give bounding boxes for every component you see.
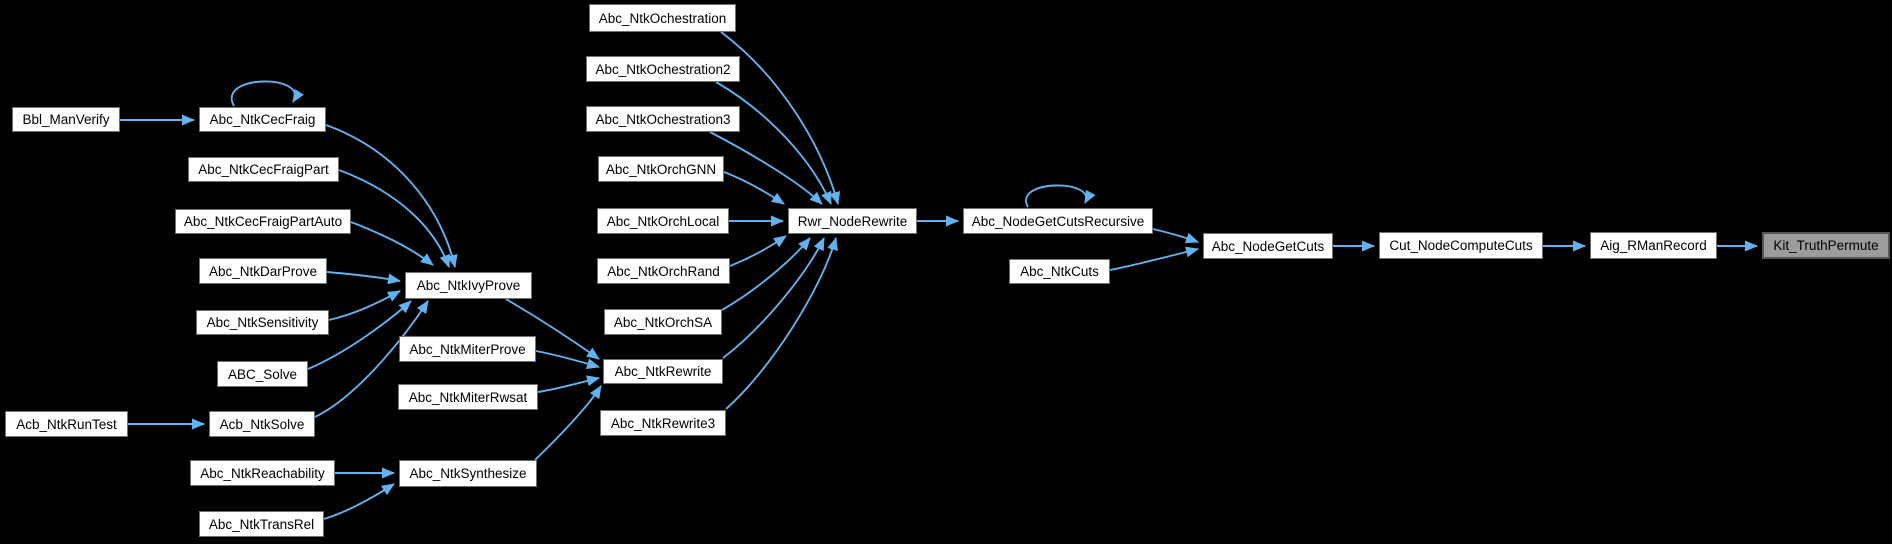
edge-Abc_NtkMiterProve-to-Abc_NtkRewrite: [535, 350, 600, 369]
edge-ABC_Solve-to-Abc_NtkIvyProve: [307, 300, 412, 370]
graph-node-Abc_NtkMiterRwsat[interactable]: Abc_NtkMiterRwsat: [398, 384, 538, 410]
graph-node-Abc_NtkTransRel[interactable]: Abc_NtkTransRel: [199, 511, 324, 537]
edge-Abc_NtkMiterRwsat-to-Abc_NtkRewrite: [537, 375, 600, 393]
edge-Abc_NodeGetCutsRecursive-to-Abc_NodeGetCuts: [1152, 228, 1199, 244]
graph-node-Abc_NtkRewrite3[interactable]: Abc_NtkRewrite3: [600, 410, 726, 436]
graph-node-Aig_RManRecord[interactable]: Aig_RManRecord: [1590, 232, 1717, 259]
graph-node-Abc_NtkOchestration2[interactable]: Abc_NtkOchestration2: [586, 56, 740, 82]
graph-node-Abc_NtkIvyProve[interactable]: Abc_NtkIvyProve: [405, 272, 532, 299]
graph-node-Abc_NtkOrchGNN[interactable]: Abc_NtkOrchGNN: [598, 156, 724, 182]
graph-node-Abc_NtkSynthesize[interactable]: Abc_NtkSynthesize: [399, 460, 537, 487]
edge-Abc_NtkSynthesize-to-Abc_NtkRewrite: [534, 385, 602, 461]
graph-node-ABC_Solve[interactable]: ABC_Solve: [217, 361, 308, 387]
edge-Abc_NtkOrchRand-to-Rwr_NodeRewrite: [729, 235, 787, 267]
graph-node-Abc_NtkCecFraigPartAuto[interactable]: Abc_NtkCecFraigPartAuto: [175, 209, 351, 234]
graph-node-Abc_NtkOrchSA[interactable]: Abc_NtkOrchSA: [604, 309, 722, 335]
graph-node-Acb_NtkRunTest[interactable]: Acb_NtkRunTest: [5, 411, 128, 437]
edge-Abc_NtkTransRel-to-Abc_NtkSynthesize: [323, 483, 395, 520]
graph-node-Acb_NtkSolve[interactable]: Acb_NtkSolve: [209, 411, 315, 437]
edge-Abc_NtkCecFraig-to-Abc_NtkIvyProve: [325, 124, 458, 268]
edge-Abc_NtkOrchGNN-to-Rwr_NodeRewrite: [723, 171, 785, 205]
graph-node-Abc_NodeGetCuts[interactable]: Abc_NodeGetCuts: [1203, 233, 1333, 259]
graph-node-Abc_NtkMiterProve[interactable]: Abc_NtkMiterProve: [399, 336, 536, 362]
graph-node-Rwr_NodeRewrite[interactable]: Rwr_NodeRewrite: [788, 208, 917, 234]
graph-node-Abc_NtkDarProve[interactable]: Abc_NtkDarProve: [199, 258, 327, 284]
edge-Abc_NtkRewrite3-to-Rwr_NodeRewrite: [725, 237, 838, 410]
graph-node-Abc_NtkOrchRand[interactable]: Abc_NtkOrchRand: [597, 258, 730, 284]
graph-node-Cut_NodeComputeCuts[interactable]: Cut_NodeComputeCuts: [1379, 232, 1543, 259]
edge-Abc_NtkOchestration-to-Rwr_NodeRewrite: [720, 31, 841, 205]
graph-node-Abc_NtkOchestration[interactable]: Abc_NtkOchestration: [589, 4, 736, 32]
graph-node-Kit_TruthPermute: Kit_TruthPermute: [1762, 232, 1890, 259]
graph-node-Abc_NtkCecFraigPart[interactable]: Abc_NtkCecFraigPart: [188, 157, 339, 182]
edge-Abc_NtkDarProve-to-Abc_NtkIvyProve: [326, 271, 401, 285]
edge-Abc_NtkOchestration3-to-Rwr_NodeRewrite: [709, 131, 823, 205]
edge-Abc_NtkCecFraig-self-loop: [230, 80, 304, 107]
edge-Abc_NodeGetCutsRecursive-self-loop: [1025, 184, 1096, 208]
edge-Abc_NtkCecFraigPart-to-Abc_NtkIvyProve: [338, 169, 451, 268]
edge-Acb_NtkSolve-to-Abc_NtkIvyProve: [314, 300, 429, 418]
graph-node-Abc_NtkOchestration3[interactable]: Abc_NtkOchestration3: [586, 106, 740, 132]
graph-node-Bbl_ManVerify[interactable]: Bbl_ManVerify: [12, 107, 120, 132]
edge-Abc_NtkIvyProve-to-Abc_NtkRewrite: [505, 298, 600, 360]
edge-Abc_NtkOrchSA-to-Rwr_NodeRewrite: [721, 237, 811, 311]
graph-node-Abc_NodeGetCutsRecursive[interactable]: Abc_NodeGetCutsRecursive: [963, 208, 1153, 234]
graph-node-Abc_NtkCecFraig[interactable]: Abc_NtkCecFraig: [199, 107, 326, 132]
edge-Abc_NtkOchestration2-to-Rwr_NodeRewrite: [715, 81, 832, 205]
graph-node-Abc_NtkRewrite[interactable]: Abc_NtkRewrite: [603, 359, 723, 384]
graph-node-Abc_NtkCuts[interactable]: Abc_NtkCuts: [1009, 259, 1110, 284]
edge-Abc_NtkSensitivity-to-Abc_NtkIvyProve: [328, 290, 401, 321]
edge-Abc_NtkRewrite-to-Rwr_NodeRewrite: [722, 237, 825, 359]
graph-node-Abc_NtkOrchLocal[interactable]: Abc_NtkOrchLocal: [597, 208, 729, 234]
graph-node-Abc_NtkReachability[interactable]: Abc_NtkReachability: [190, 460, 335, 486]
edge-Abc_NtkCecFraigPartAuto-to-Abc_NtkIvyProve: [350, 221, 434, 266]
graph-node-Abc_NtkSensitivity[interactable]: Abc_NtkSensitivity: [196, 310, 329, 335]
edge-Abc_NtkCuts-to-Abc_NodeGetCuts: [1109, 246, 1199, 271]
